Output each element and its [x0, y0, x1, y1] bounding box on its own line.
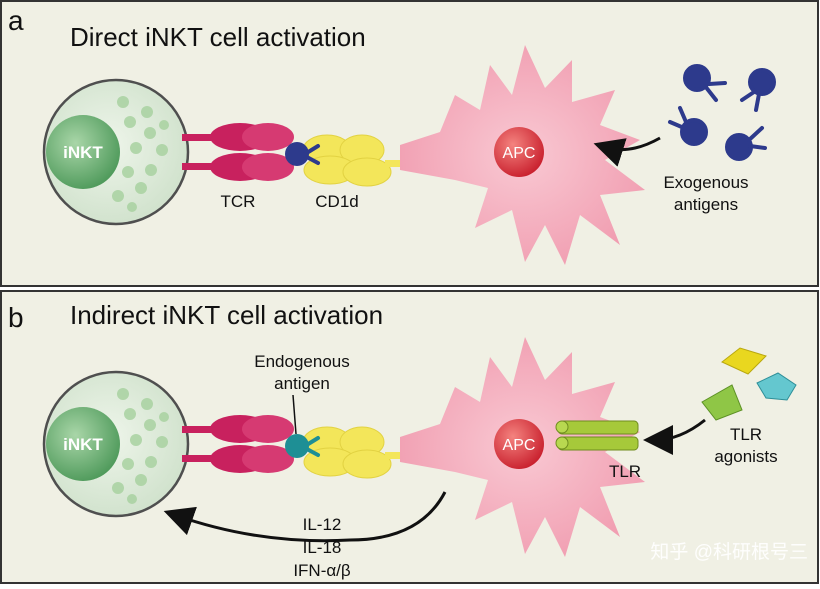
apc-label-b: APC: [503, 437, 536, 454]
cytokine-3: IFN-α/β: [293, 561, 351, 580]
endogenous-label-line2: antigen: [274, 374, 330, 393]
tcr-label: TCR: [221, 192, 256, 211]
exogenous-label-line1: Exogenous: [663, 173, 748, 192]
tcr-b: [182, 415, 294, 473]
watermark: 知乎 @科研根号三: [650, 541, 808, 563]
inkt-cell-b: iNKT: [42, 370, 190, 518]
apc-b: APC: [400, 337, 645, 557]
cd1d-b: [302, 426, 413, 479]
apc-nucleus-a: [494, 127, 544, 177]
cytokine-1: IL-12: [303, 515, 342, 534]
tlr-receptor: [555, 420, 639, 451]
panel-a: a Direct iNKT cell activation iNKT TCR: [0, 0, 819, 287]
apc-a: APC: [400, 45, 645, 265]
bound-exogenous-antigen: [285, 142, 320, 166]
tlr-agonists: [701, 347, 797, 421]
inkt-label-b: iNKT: [63, 435, 103, 454]
apc-nucleus-b: [494, 419, 544, 469]
endogenous-label-line1: Endogenous: [254, 352, 349, 371]
inkt-label-a: iNKT: [63, 143, 103, 162]
granules-b: [112, 388, 169, 504]
apc-label-a: APC: [503, 145, 536, 162]
panel-a-title: Direct iNKT cell activation: [70, 22, 366, 52]
inkt-nucleus-b: [46, 407, 120, 481]
agonist-arrow: [643, 418, 706, 455]
antigen-uptake-arrow: [593, 136, 661, 167]
tlr-agonists-line2: agonists: [714, 447, 777, 466]
panel-b-letter: b: [8, 302, 24, 333]
exogenous-antigens: [668, 64, 776, 161]
cytokine-2: IL-18: [303, 538, 342, 557]
panel-b: b Indirect iNKT cell activation iNKT: [0, 290, 819, 584]
panel-b-title: Indirect iNKT cell activation: [70, 300, 383, 330]
tlr-agonists-line1: TLR: [730, 425, 762, 444]
exogenous-label-line2: antigens: [674, 195, 738, 214]
cd1d-label: CD1d: [315, 192, 358, 211]
bound-endogenous-antigen: [285, 394, 320, 458]
tlr-label: TLR: [609, 462, 641, 481]
inkt-nucleus-a: [46, 115, 120, 189]
inkt-cell-a: iNKT: [42, 78, 190, 226]
cd1d-a: [302, 134, 413, 187]
tcr-a: [182, 123, 294, 181]
granules-a: [112, 96, 169, 212]
panel-a-letter: a: [8, 5, 24, 36]
cytokine-arrow: [163, 491, 447, 543]
